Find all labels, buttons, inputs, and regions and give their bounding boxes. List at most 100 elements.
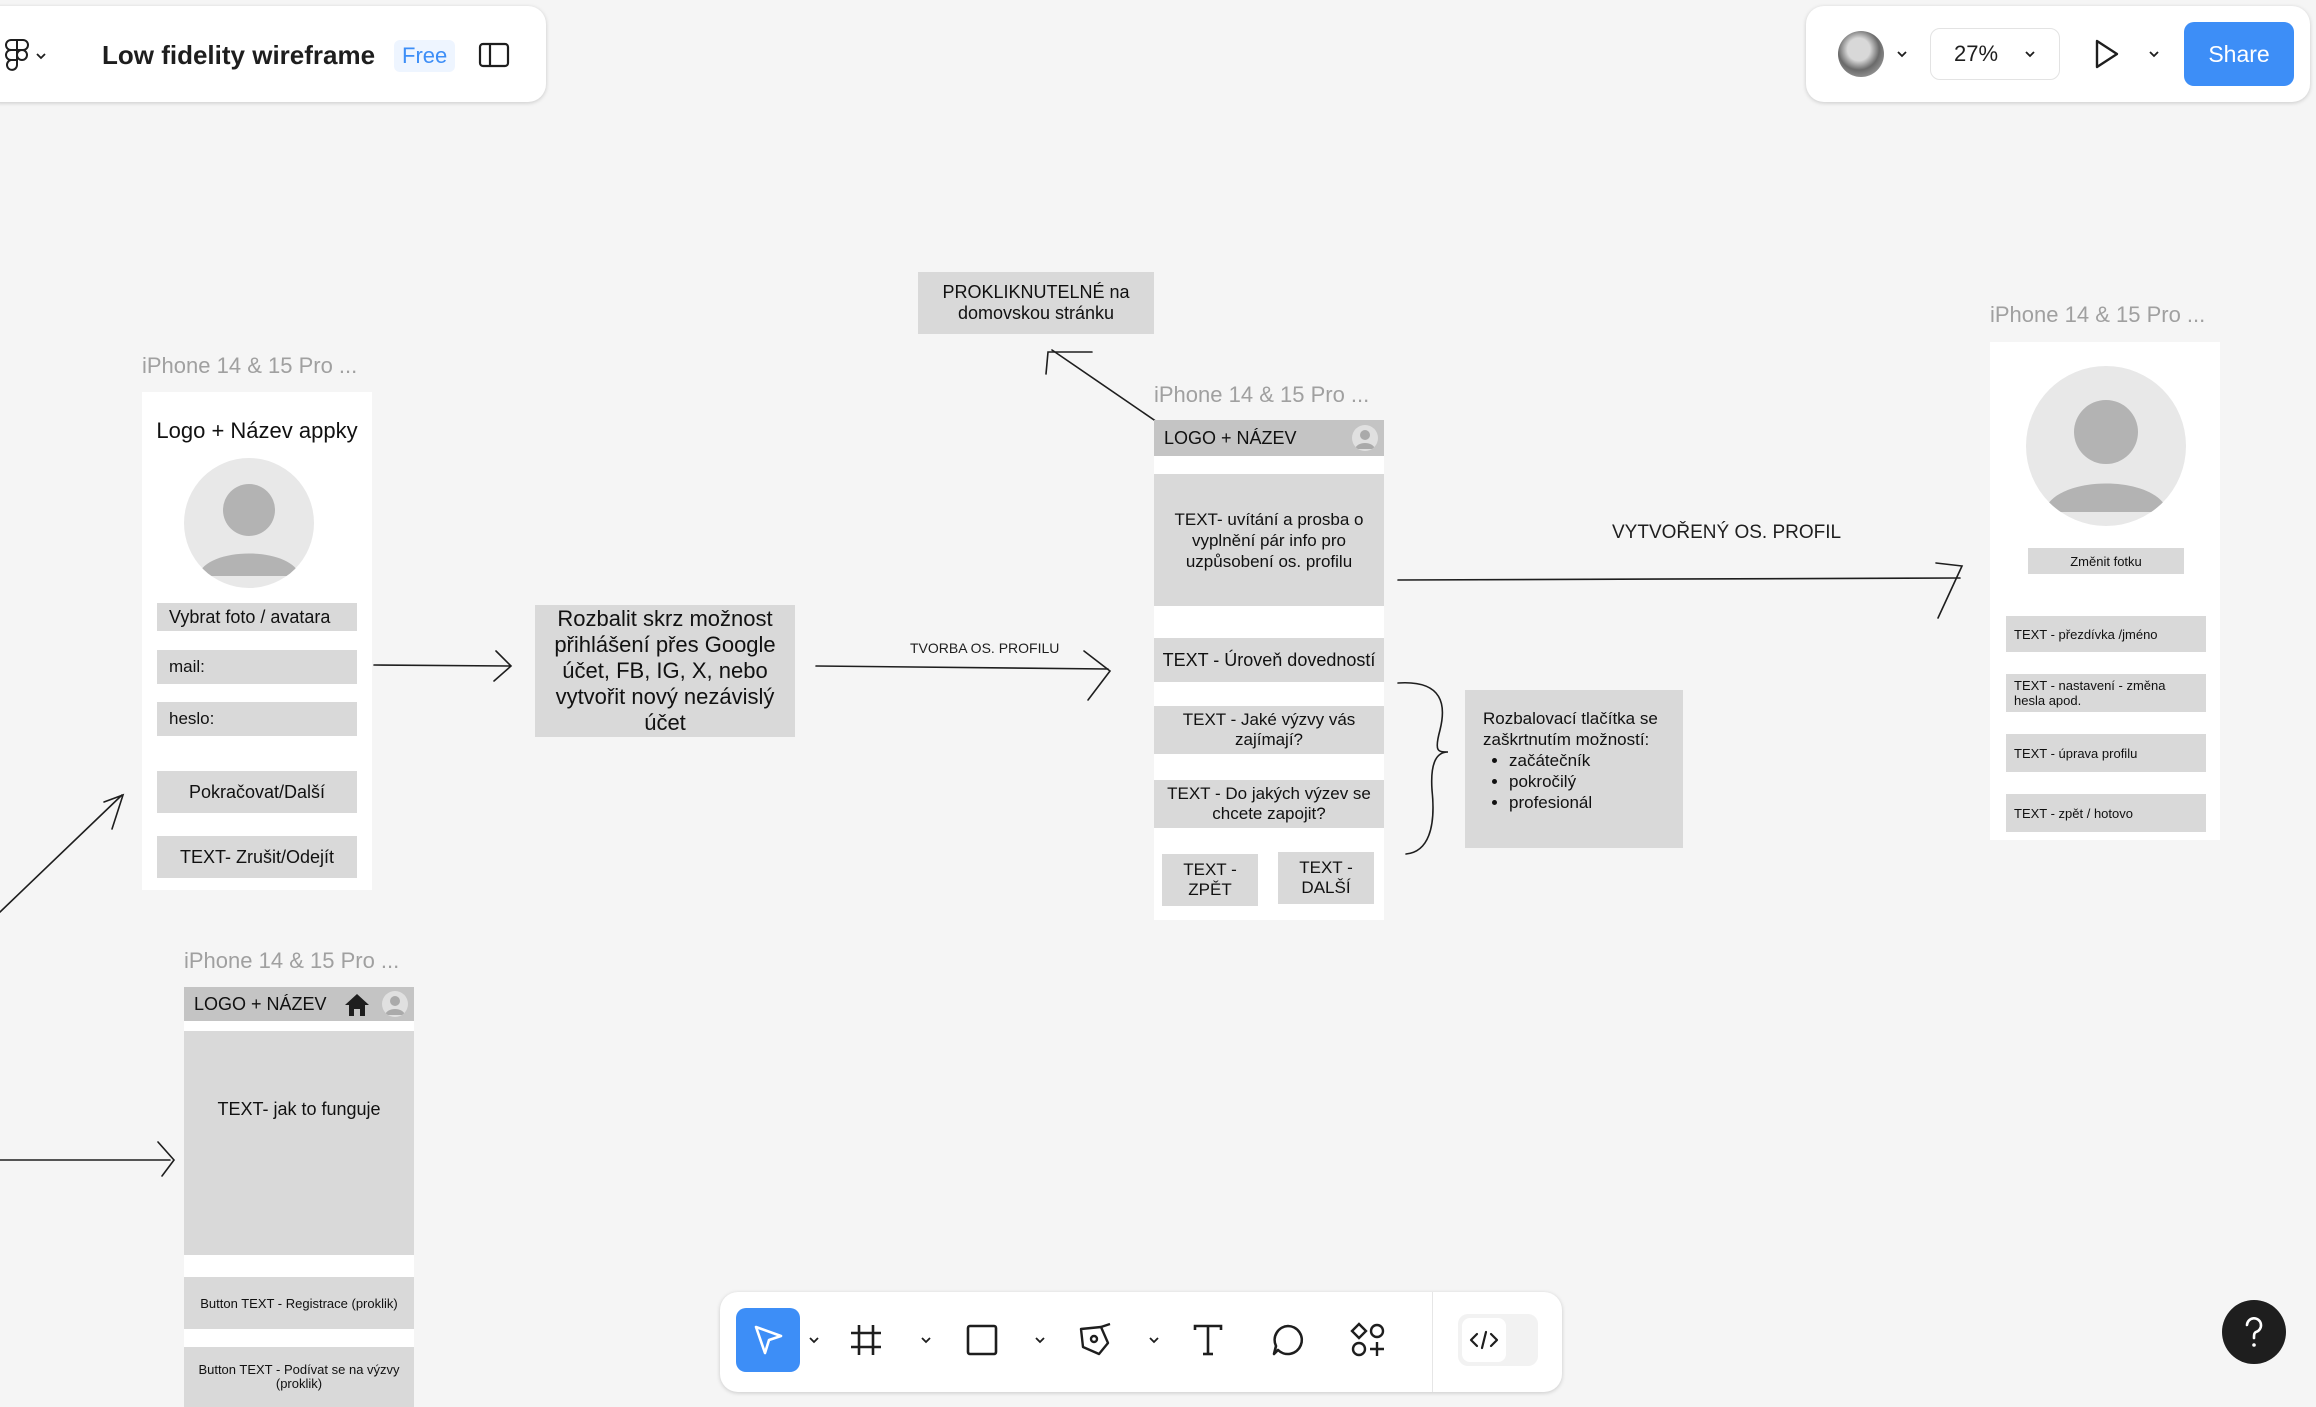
challenges-button[interactable]: Button TEXT - Podívat se na výzvy (prokl… — [184, 1347, 414, 1407]
share-panel: 27% Share — [1806, 6, 2310, 102]
frame-setup[interactable]: LOGO + NÁZEV TEXT- uvítání a prosba o vy… — [1154, 420, 1384, 920]
note-login-options[interactable]: Rozbalit skrz možnost přihlášení přes Go… — [535, 605, 795, 737]
chevron-down-icon — [1035, 1337, 1045, 1344]
frame-login[interactable]: Logo + Název appky Vybrat foto / avatara… — [142, 392, 372, 890]
pen-tool-options[interactable] — [1146, 1332, 1162, 1348]
arrow-label-profile-created: VYTVOŘENÝ OS. PROFIL — [1612, 522, 1842, 543]
navbar-title: LOGO + NÁZEV — [194, 993, 327, 1014]
dev-mode-knob — [1462, 1318, 1506, 1362]
nickname-field[interactable]: TEXT - přezdívka /jméno — [2006, 616, 2206, 652]
dropdown-option: profesionál — [1509, 792, 1671, 813]
shape-tool-button[interactable] — [960, 1318, 1004, 1362]
share-button[interactable]: Share — [2184, 22, 2294, 86]
back-done-button[interactable]: TEXT - zpět / hotovo — [2006, 794, 2206, 832]
text-tool-button[interactable] — [1186, 1318, 1230, 1362]
chevron-down-icon — [809, 1337, 819, 1344]
move-tool-button[interactable] — [736, 1308, 800, 1372]
user-icon — [198, 484, 300, 576]
components-icon — [1350, 1322, 1385, 1357]
actions-tool-button[interactable] — [1346, 1318, 1390, 1362]
frame-tool-options[interactable] — [918, 1332, 934, 1348]
setup-navbar: LOGO + NÁZEV — [1154, 420, 1384, 456]
arrow-head-login-options — [493, 650, 513, 682]
play-icon — [2095, 39, 2119, 69]
shape-tool-options[interactable] — [1032, 1332, 1048, 1348]
bottom-toolbar — [720, 1292, 1562, 1392]
profile-icon[interactable] — [382, 991, 408, 1017]
curly-brace — [1397, 682, 1449, 855]
chevron-down-icon — [2149, 51, 2159, 58]
help-button[interactable] — [2222, 1300, 2286, 1364]
home-navbar: LOGO + NÁZEV — [184, 987, 414, 1021]
photo-button[interactable]: Vybrat foto / avatara — [157, 603, 357, 631]
move-tool-options[interactable] — [806, 1332, 822, 1348]
edit-profile-button[interactable]: TEXT - úprava profilu — [2006, 734, 2206, 772]
arrow-line-login-options — [373, 664, 511, 667]
plan-badge[interactable]: Free — [394, 40, 456, 72]
frame-label-profile[interactable]: iPhone 14 & 15 Pro ... — [1990, 302, 2206, 327]
arrow-line-create-profile — [815, 665, 1109, 670]
dropdown-option: pokročilý — [1509, 771, 1671, 792]
arrow-head-home — [157, 1141, 176, 1177]
toggle-sidebar-button[interactable] — [476, 40, 512, 70]
sidebar-toggle-icon — [478, 42, 510, 68]
file-title[interactable]: Low fidelity wireframe — [102, 40, 376, 70]
present-button[interactable] — [2088, 34, 2124, 74]
avatar-placeholder — [184, 458, 314, 588]
main-menu-button[interactable] — [4, 36, 48, 76]
figma-logo-icon — [5, 39, 29, 71]
arrow-line-diagonal — [0, 794, 123, 913]
present-options-button[interactable] — [2146, 46, 2162, 62]
file-panel: Low fidelity wireframe Free — [0, 6, 546, 102]
password-field[interactable]: heslo: — [157, 702, 357, 736]
cancel-button[interactable]: TEXT- Zrušit/Odejít — [157, 836, 357, 878]
frame-label-home[interactable]: iPhone 14 & 15 Pro ... — [184, 948, 400, 973]
continue-button[interactable]: Pokračovat/Další — [157, 771, 357, 813]
arrow-line-clickable — [1051, 349, 1161, 425]
pen-tool-button[interactable] — [1074, 1318, 1118, 1362]
skill-level-dropdown[interactable]: TEXT - Úroveň dovedností — [1154, 638, 1384, 682]
chevron-down-icon — [36, 53, 46, 60]
frame-label-login[interactable]: iPhone 14 & 15 Pro ... — [142, 353, 358, 378]
arrow-head-diagonal — [103, 793, 125, 830]
zoom-dropdown[interactable]: 27% — [1930, 28, 2060, 80]
arrow-head-profile-created — [1935, 562, 1964, 619]
chevron-down-icon — [1149, 1337, 1159, 1344]
text-icon — [1193, 1324, 1223, 1356]
comment-tool-button[interactable] — [1266, 1318, 1310, 1362]
note-dropdown-buttons[interactable]: Rozbalovací tlačítka se zaškrtnutím možn… — [1465, 690, 1683, 848]
frame-tool-button[interactable] — [844, 1318, 888, 1362]
user-avatar-button[interactable] — [1828, 28, 1918, 80]
join-dropdown[interactable]: TEXT - Do jakých výzev se chcete zapojit… — [1154, 780, 1384, 828]
frame-profile[interactable]: Změnit fotku TEXT - přezdívka /jméno TEX… — [1990, 342, 2220, 840]
settings-button[interactable]: TEXT - nastavení - změna hesla apod. — [2006, 674, 2206, 712]
frame-icon — [851, 1325, 881, 1355]
frame-home[interactable]: LOGO + NÁZEV TEXT- jak to funguje Button… — [184, 987, 414, 1407]
next-button[interactable]: TEXT - DALŠÍ — [1278, 852, 1374, 904]
interests-dropdown[interactable]: TEXT - Jaké výzvy vás zajímají? — [1154, 706, 1384, 754]
chevron-down-icon — [1897, 51, 1907, 58]
back-button[interactable]: TEXT - ZPĚT — [1162, 854, 1258, 906]
note-dropdown-title: Rozbalovací tlačítka se zaškrtnutím možn… — [1483, 709, 1658, 749]
chevron-down-icon — [921, 1337, 931, 1344]
arrow-head-create-profile — [1083, 650, 1112, 701]
home-icon[interactable] — [344, 993, 370, 1017]
cursor-icon — [754, 1325, 783, 1355]
frame-label-setup[interactable]: iPhone 14 & 15 Pro ... — [1154, 382, 1370, 407]
dev-mode-toggle[interactable] — [1458, 1314, 1538, 1366]
arrow-line-profile-created — [1397, 577, 1961, 581]
intro-text-box: TEXT- uvítání a prosba o vyplnění pár in… — [1154, 474, 1384, 606]
pen-icon — [1079, 1322, 1111, 1356]
register-button[interactable]: Button TEXT - Registrace (proklik) — [184, 1277, 414, 1329]
code-icon — [1469, 1330, 1499, 1350]
question-mark-icon — [2245, 1317, 2263, 1347]
navbar-title: LOGO + NÁZEV — [1164, 427, 1297, 448]
profile-avatar — [2026, 366, 2186, 526]
note-clickable-home[interactable]: PROKLIKNUTELNÉ na domovskou stránku — [918, 272, 1154, 334]
change-photo-button[interactable]: Změnit fotku — [2028, 548, 2184, 574]
profile-icon[interactable] — [1352, 425, 1378, 451]
mail-field[interactable]: mail: — [157, 650, 357, 684]
arrow-head-clickable — [1045, 351, 1093, 375]
